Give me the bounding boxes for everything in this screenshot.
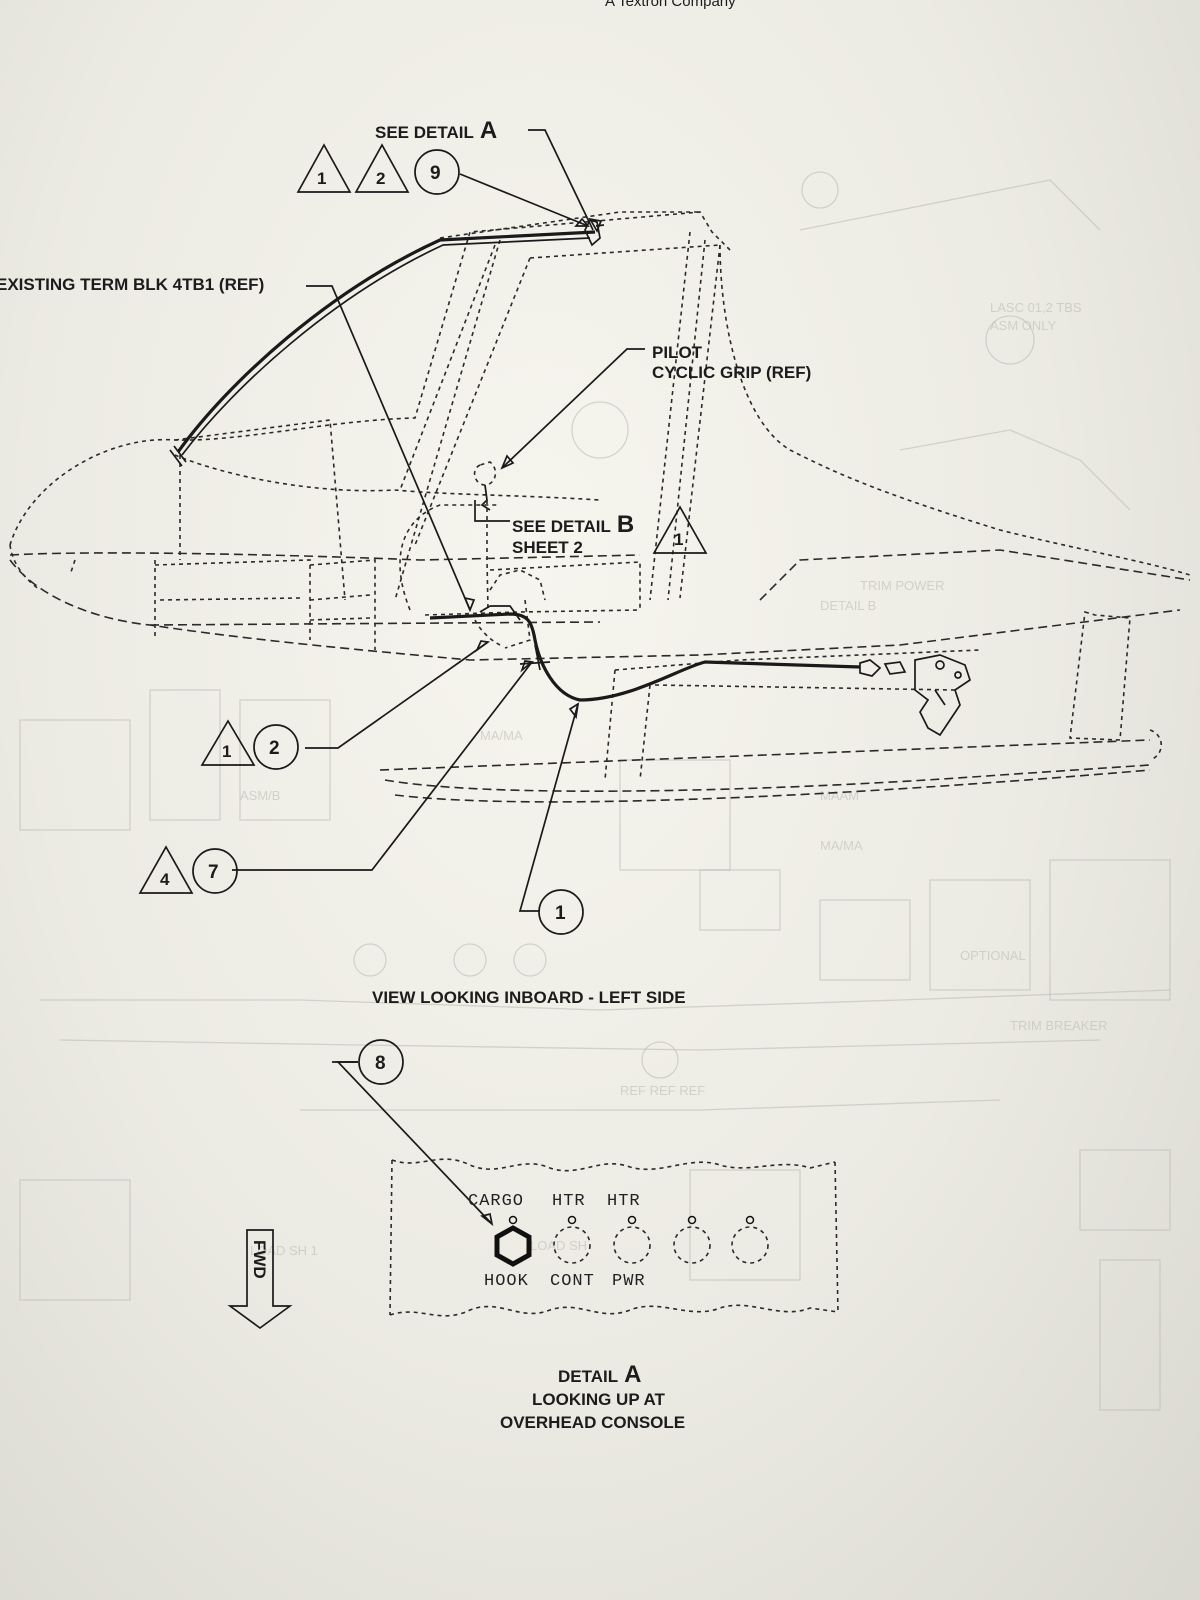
- cargo-hook-switch[interactable]: [494, 1215, 532, 1267]
- svg-text:LOAD SH 1: LOAD SH 1: [250, 1243, 318, 1258]
- svg-text:ASM/B: ASM/B: [240, 788, 280, 803]
- fwd-label: FWD: [250, 1240, 269, 1279]
- overhead-console-panel: CARGO HTR HTR HOOK CONT PWR: [389, 1158, 839, 1317]
- svg-text:MA/MA: MA/MA: [820, 838, 863, 853]
- callout-circle-1: 1: [538, 889, 584, 935]
- callout-tri-1-low: 1: [200, 719, 256, 766]
- svg-text:TRIM POWER: TRIM POWER: [860, 578, 945, 593]
- svg-text:OPTIONAL: OPTIONAL: [960, 948, 1026, 963]
- wire-harness: [169, 218, 972, 737]
- svg-text:2: 2: [376, 169, 385, 188]
- fwd-arrow: FWD: [227, 1229, 293, 1330]
- panel-label-cont: CONT: [550, 1272, 595, 1291]
- switch-2[interactable]: [553, 1215, 591, 1264]
- callout-tri-4: 4: [138, 845, 194, 894]
- svg-text:7: 7: [208, 862, 219, 883]
- svg-text:LASC 01,2 TBS: LASC 01,2 TBS: [990, 300, 1082, 315]
- leader-lines: [232, 129, 645, 1227]
- panel-label-htr-1: HTR: [552, 1192, 586, 1211]
- callout-tri-1-mid: 1: [652, 505, 708, 554]
- bleed-through-artwork: LASC 01,2 TBS ASM ONLY TRIM POWER DETAIL…: [19, 171, 1171, 1411]
- switch-3[interactable]: [613, 1215, 651, 1264]
- svg-text:MA/MA: MA/MA: [480, 728, 523, 743]
- panel-label-cargo: CARGO: [468, 1192, 524, 1211]
- svg-text:DETAIL B: DETAIL B: [820, 598, 876, 613]
- pilot-label: PILOT: [652, 343, 703, 362]
- switch-4[interactable]: [673, 1215, 711, 1264]
- detail-a-line3: OVERHEAD CONSOLE: [500, 1413, 685, 1432]
- svg-text:1: 1: [674, 530, 683, 549]
- panel-label-pwr: PWR: [612, 1272, 646, 1291]
- callout-circle-9: 9: [414, 149, 460, 195]
- svg-text:1: 1: [222, 742, 231, 761]
- sheet-label: SHEET 2: [512, 538, 583, 557]
- svg-text:ASM ONLY: ASM ONLY: [990, 318, 1057, 333]
- svg-text:LOAD SH: LOAD SH: [530, 1238, 587, 1253]
- svg-text:1: 1: [317, 169, 326, 188]
- switch-5[interactable]: [731, 1215, 769, 1264]
- svg-text:MAAM: MAAM: [820, 788, 859, 803]
- svg-text:TRIM BREAKER: TRIM BREAKER: [1010, 1018, 1108, 1033]
- svg-text:4: 4: [160, 870, 170, 889]
- svg-text:8: 8: [375, 1053, 386, 1074]
- callout-tri-2-top: 2: [354, 143, 410, 193]
- cyclic-grip-label: CYCLIC GRIP (REF): [652, 363, 811, 382]
- panel-label-htr-2: HTR: [607, 1192, 641, 1211]
- detail-a-line2: LOOKING UP AT: [532, 1390, 665, 1409]
- term-blk-label: EXISTING TERM BLK 4TB1 (REF): [0, 275, 264, 294]
- callout-circle-7: 7: [192, 848, 238, 894]
- callout-circle-2-low: 2: [253, 724, 299, 770]
- panel-label-hook: HOOK: [484, 1272, 529, 1291]
- callout-circle-8: 8: [358, 1039, 404, 1085]
- company-header: A Textron Company: [605, 0, 736, 10]
- svg-text:2: 2: [269, 738, 280, 759]
- svg-text:1: 1: [555, 903, 566, 924]
- callout-tri-1-top: 1: [296, 143, 352, 193]
- helicopter-outline: [9, 211, 1191, 803]
- svg-text:9: 9: [430, 163, 441, 184]
- svg-text:REF REF REF: REF REF REF: [620, 1083, 705, 1098]
- view-caption: VIEW LOOKING INBOARD - LEFT SIDE: [372, 988, 686, 1007]
